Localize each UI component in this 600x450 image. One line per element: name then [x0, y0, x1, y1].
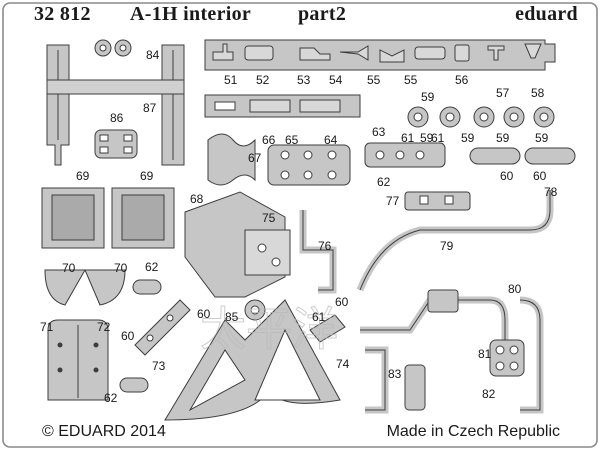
part-number-label: 56	[455, 73, 469, 87]
part-strip-51-58	[204, 39, 556, 71]
sheet-part: part2	[298, 3, 347, 25]
part-number-label: 55	[367, 73, 381, 87]
part-52-54-frame	[204, 94, 361, 118]
copyright-text: © EDUARD 2014	[42, 423, 166, 440]
part-number-label: 55	[404, 73, 418, 87]
brand-logo: eduard	[515, 3, 578, 25]
part-number-label: 61	[401, 131, 415, 145]
part-number-label: 73	[152, 359, 166, 373]
part-61-63	[364, 142, 446, 168]
part-77	[404, 191, 471, 211]
part-number-label: 81	[478, 347, 492, 361]
origin-text: Made in Czech Republic	[386, 423, 560, 440]
part-number-label: 59	[420, 131, 434, 145]
part-number-label: 66	[262, 133, 276, 147]
part-83	[404, 364, 426, 411]
part-number-label: 62	[377, 175, 391, 189]
part-number-label: 60	[197, 307, 211, 321]
part-64-66-brackets	[267, 144, 351, 186]
part-73-chain	[134, 299, 191, 356]
part-number-label: 87	[143, 101, 157, 115]
part-number-label: 79	[440, 239, 454, 253]
part-number-label: 85	[225, 310, 239, 324]
part-number-label: 54	[329, 73, 343, 87]
watermark-text: 太平洋	[200, 303, 338, 355]
part-number-label: 84	[146, 48, 160, 62]
part-number-label: 77	[386, 194, 400, 208]
part-number-label: 75	[262, 211, 276, 225]
part-84-rings	[94, 39, 132, 57]
part-number-label: 63	[372, 125, 386, 139]
part-number-label: 59	[421, 90, 435, 104]
part-number-label: 58	[531, 86, 545, 100]
part-number-label: 59	[535, 131, 549, 145]
part-number-label: 60	[121, 329, 135, 343]
part-number-label: 72	[97, 320, 111, 334]
part-number-label: 65	[285, 133, 299, 147]
part-number-label: 67	[248, 151, 262, 165]
part-number-label: 68	[190, 192, 204, 206]
part-number-label: 51	[224, 73, 238, 87]
part-number-label: 61	[431, 131, 445, 145]
part-number-label: 74	[336, 357, 350, 371]
part-number-label: 64	[324, 133, 338, 147]
part-87-rails	[46, 44, 185, 166]
part-number-label: 59	[461, 131, 475, 145]
part-number-label: 76	[318, 239, 332, 253]
part-67	[207, 133, 256, 186]
part-number-label: 53	[297, 73, 311, 87]
part-number-label: 71	[40, 320, 54, 334]
part-81-rings	[489, 339, 525, 377]
part-85-frame	[164, 299, 341, 421]
sheet-title: A-1H interior	[130, 3, 252, 25]
part-68-75-seat	[184, 191, 291, 298]
part-number-label: 70	[114, 261, 128, 275]
part-number-label: 59	[496, 131, 510, 145]
part-number-label: 60	[500, 169, 514, 183]
part-number-label: 80	[508, 282, 522, 296]
part-60-tags	[469, 147, 576, 165]
part-number-label: 82	[482, 387, 496, 401]
part-number-label: 57	[496, 86, 510, 100]
part-74	[309, 314, 346, 343]
part-number-labels: 51 52 53 54 55 55 56 57 58 59 59 59 59 59 60 60 60 60 60 61…	[40, 48, 558, 405]
part-69-seats	[41, 187, 175, 249]
part-number-label: 60	[335, 295, 349, 309]
part-number-label: 61	[312, 310, 326, 324]
part-57-59-wheels	[407, 106, 555, 128]
part-86	[94, 129, 138, 159]
part-number-label: 62	[145, 260, 159, 274]
part-71-72-panel	[47, 319, 109, 401]
part-70-pieces	[44, 269, 126, 306]
part-62-small	[119, 279, 162, 393]
part-number-label: 60	[533, 169, 547, 183]
part-number-label: 86	[110, 111, 124, 125]
part-number-label: 52	[256, 73, 270, 87]
sheet-code: 32 812	[34, 3, 91, 25]
part-number-label: 83	[388, 367, 402, 381]
part-number-label: 62	[104, 391, 118, 405]
part-number-label: 69	[76, 169, 90, 183]
part-number-label: 78	[544, 185, 558, 199]
part-number-label: 70	[62, 261, 76, 275]
part-80-block	[427, 289, 459, 313]
part-number-label: 69	[140, 169, 154, 183]
